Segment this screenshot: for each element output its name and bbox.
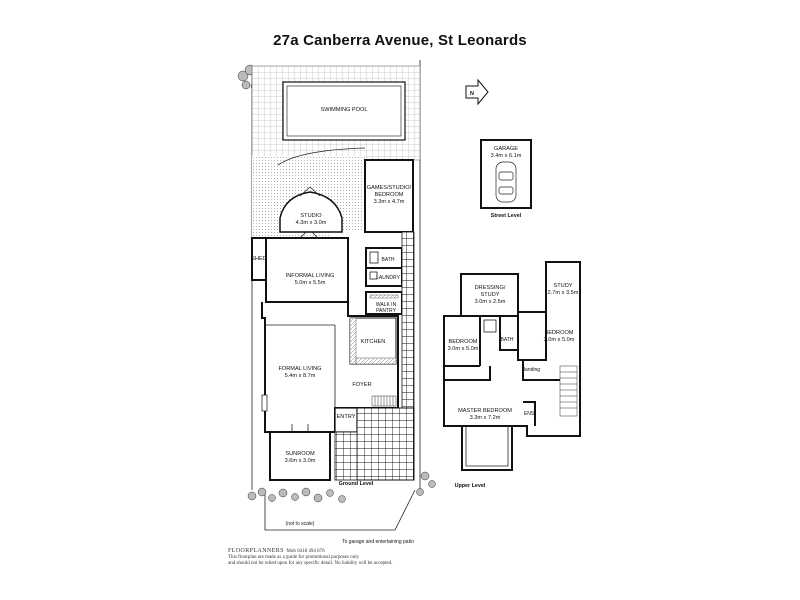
- car-icon: [495, 161, 517, 203]
- front-deck: [356, 407, 415, 481]
- bedroom-left-dims: 3.0m x 5.0m: [448, 346, 479, 352]
- stairs-ground: [371, 395, 397, 407]
- games-dims: 3.3m x 4.7m: [374, 199, 405, 205]
- studio-dims: 4.3m x 3.0m: [296, 220, 327, 226]
- bedroom-left-label: BEDROOM: [449, 339, 478, 345]
- north-label: N: [470, 91, 474, 97]
- bedroom-right-label: BEDROOM: [545, 330, 574, 336]
- room-studio: [279, 191, 343, 233]
- garden-edge-curve: [277, 147, 366, 166]
- sunroom-dims: 3.6m x 3.0m: [285, 458, 316, 464]
- pantry-label-2: PANTRY: [376, 308, 396, 314]
- upper-level-plan: DRESSING/ STUDY 3.0m x 2.5m STUDY 2.7m x…: [443, 261, 581, 489]
- games-label-2: BEDROOM: [375, 192, 404, 198]
- swimming-pool: [282, 81, 406, 141]
- ground-level-label: Ground Level: [339, 481, 374, 487]
- room-sunroom: [269, 431, 331, 481]
- room-kitchen: [349, 317, 397, 365]
- dressing-label-1: DRESSING/: [475, 285, 506, 291]
- room-informal-living: [265, 237, 349, 303]
- scale-note: (not to scale): [286, 521, 315, 527]
- foyer-label: FOYER: [352, 382, 371, 388]
- laundry-label: LAUNDRY: [376, 275, 400, 281]
- master-bedroom-dims: 3.3m x 7.2m: [470, 415, 501, 421]
- dressing-label-2: STUDY: [481, 292, 500, 298]
- street-level-label: Street Level: [491, 213, 522, 219]
- room-games: [364, 159, 414, 233]
- dressing-dims: 3.0m x 2.5m: [475, 299, 506, 305]
- study-upper-dims: 2.7m x 3.5m: [548, 290, 579, 296]
- master-bedroom-label: MASTER BEDROOM: [458, 408, 512, 414]
- bath-upper-label: BATH: [501, 337, 514, 343]
- garage-dims: 3.4m x 6.1m: [491, 153, 522, 159]
- stairs-upper: [559, 365, 578, 417]
- footer-line-2: and should not be relied upon for any sp…: [228, 561, 393, 566]
- side-deck: [401, 231, 415, 418]
- page-title: 27a Canberra Avenue, St Leonards: [273, 32, 527, 49]
- informal-living-dims: 5.0m x 5.5m: [295, 280, 326, 286]
- room-entry: [334, 407, 358, 433]
- sunroom-label: SUNROOM: [285, 451, 315, 457]
- ground-level-plan: SWIMMING POOL GAMES/STUDIO/ BEDROOM 3.3m…: [237, 60, 436, 545]
- front-garden-path: [264, 489, 416, 531]
- patio-note: To garage and entertaining patio: [342, 539, 414, 545]
- formal-living-label: FORMAL LIVING: [279, 366, 322, 372]
- upper-balcony: [461, 426, 513, 471]
- shed-label: SHED: [251, 256, 267, 262]
- street-level-plan: GARAGE 3.4m x 6.1m Street Level: [480, 139, 532, 219]
- footer-mobile: Mob 0418 494 876: [286, 549, 325, 554]
- games-label-1: GAMES/STUDIO/: [367, 185, 412, 191]
- north-arrow: N: [465, 78, 489, 106]
- ensuite-label: ENS: [524, 411, 535, 417]
- footer-brand: FLOORPLANNERS: [228, 548, 284, 554]
- pool-label: SWIMMING POOL: [321, 107, 368, 113]
- shrub-cluster-front: [247, 471, 436, 503]
- upper-outer-walls: [443, 261, 581, 437]
- footer-line-1: This floorplan are made as a guide for p…: [228, 555, 360, 560]
- bedroom-right-dims: 3.0m x 5.0m: [544, 337, 575, 343]
- kitchen-label: KITCHEN: [361, 339, 386, 345]
- garage-label: GARAGE: [494, 146, 518, 152]
- studio-label: STUDIO: [300, 213, 322, 219]
- front-steps: [334, 431, 358, 481]
- bath-ground-label: BATH: [382, 257, 395, 263]
- pantry-label-1: WALK IN: [376, 302, 397, 308]
- landing-label: landing: [524, 367, 540, 373]
- entry-label: ENTRY: [337, 414, 356, 420]
- formal-living-dims: 5.4m x 8.7m: [285, 373, 316, 379]
- informal-living-label: INFORMAL LIVING: [286, 273, 335, 279]
- study-upper-label: STUDY: [554, 283, 573, 289]
- upper-level-label: Upper Level: [455, 483, 486, 489]
- footer-disclaimer: FLOORPLANNERS Mob 0418 494 876 This floo…: [228, 548, 438, 567]
- room-garage: [480, 139, 532, 209]
